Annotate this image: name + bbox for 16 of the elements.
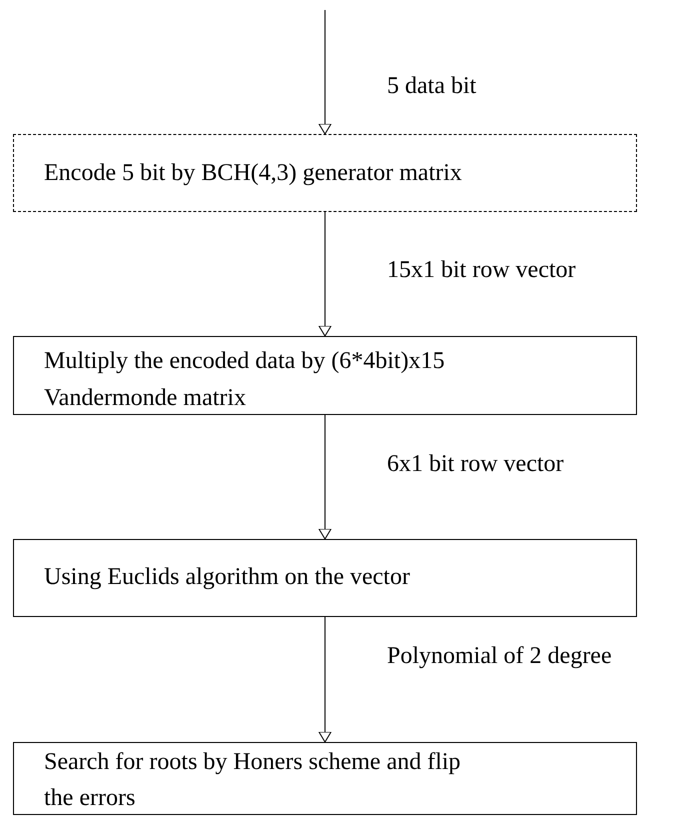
edge-label: Polynomial of 2 degree	[387, 642, 612, 670]
edge-label: 15x1 bit row vector	[387, 256, 576, 284]
step-text: Encode 5 bit by BCH(4,3) generator matrix	[44, 159, 463, 188]
arrow	[318, 414, 332, 540]
step-text: Search for roots by Honers scheme and flip the errors	[44, 748, 462, 812]
arrow	[318, 212, 332, 336]
step-text: Using Euclids algorithm on the vector	[44, 563, 411, 592]
edge-label: 5 data bit	[387, 72, 476, 100]
arrow	[318, 616, 332, 742]
process-box	[13, 134, 637, 212]
process-box	[13, 336, 637, 415]
process-box	[13, 742, 637, 815]
step-text: Multiply the encoded data by (6*4bit)x15 Vandermonde matrix	[44, 347, 446, 413]
arrow	[318, 10, 332, 134]
edge-label: 6x1 bit row vector	[387, 450, 564, 478]
process-box	[13, 539, 637, 617]
